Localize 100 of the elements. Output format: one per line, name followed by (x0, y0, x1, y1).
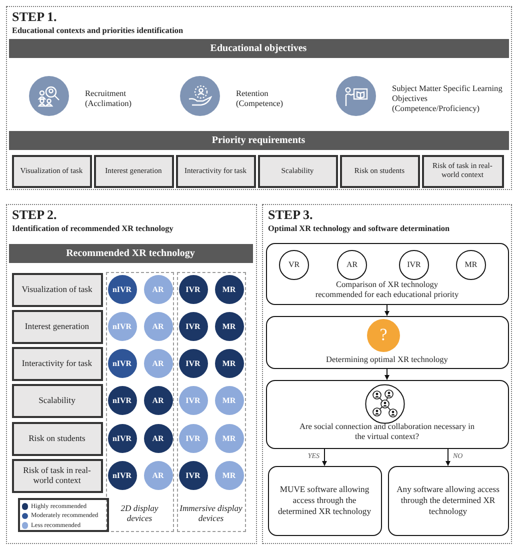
technology-circle (144, 461, 172, 490)
step-title: STEP 3. (268, 207, 313, 223)
step-panel (6, 6, 512, 190)
technology-circle (456, 250, 486, 280)
priority-box (12, 347, 102, 382)
step-panel (6, 204, 257, 544)
process-box (266, 380, 508, 448)
technology-circle (108, 349, 136, 378)
technology-label: MR (222, 322, 236, 331)
technology-label: AR (152, 434, 164, 443)
technology-label: IVR (186, 396, 200, 406)
technology-label: VR (288, 260, 300, 270)
header-bar (8, 244, 252, 262)
technology-label: nIVR (112, 434, 132, 443)
priority-label: Interest generation (24, 322, 90, 332)
header-bar (8, 38, 508, 58)
group-label: Immersive display devices (180, 502, 242, 524)
technology-circle (214, 386, 244, 416)
priority-box (12, 422, 102, 456)
step-title: STEP 1. (12, 9, 57, 25)
technology-circle (144, 349, 172, 378)
technology-label: AR (152, 322, 164, 331)
priority-box (176, 154, 256, 188)
step-subtitle: Identification of recommended XR technology (12, 224, 174, 233)
question-circle (367, 319, 400, 352)
group-label: 2D display devices (120, 502, 160, 524)
technology-label: nIVR (112, 471, 132, 480)
question-mark: ? (380, 325, 388, 346)
arrow (384, 304, 390, 316)
technology-circle (108, 424, 136, 453)
priority-box (94, 154, 174, 188)
priority-box (258, 154, 338, 188)
step-subtitle: Educational contexts and priorities identification (12, 26, 184, 35)
priority-label: Scalability (38, 396, 76, 406)
technology-circle (108, 274, 136, 304)
header-text: Educational objectives (210, 42, 307, 54)
technology-label: nIVR (112, 322, 132, 331)
technology-label: MR (222, 359, 236, 368)
priority-box (12, 384, 102, 418)
priority-box (12, 272, 102, 306)
technology-label: AR (346, 260, 358, 270)
technology-label: nIVR (112, 359, 132, 368)
technology-label: nIVR (112, 396, 132, 406)
header-text: Recommended XR technology (66, 248, 195, 258)
technology-circle (178, 461, 208, 490)
objective-circle (28, 76, 68, 116)
technology-label: IVR (407, 260, 421, 270)
arrow (322, 448, 327, 466)
technology-circle (144, 274, 172, 304)
header-bar (8, 130, 508, 150)
process-label: Are social connection and collaboration necessary in the virtual context? (298, 422, 476, 442)
priority-label: Risk on students (28, 434, 86, 444)
priority-box (12, 459, 102, 493)
technology-circle (279, 250, 309, 280)
technology-label: IVR (186, 471, 200, 480)
technology-label: MR (222, 471, 236, 480)
technology-circle (178, 312, 208, 341)
technology-circle (214, 349, 244, 378)
technology-circle (214, 461, 244, 490)
step-panel (262, 204, 512, 544)
technology-label: AR (152, 471, 164, 480)
technology-circle (178, 349, 208, 378)
arrow (384, 368, 390, 380)
technology-label: MR (464, 260, 478, 270)
priority-box (340, 154, 420, 188)
outcome-box (388, 466, 508, 536)
technology-label: IVR (186, 322, 200, 331)
process-box (266, 316, 508, 368)
technology-circle (178, 386, 208, 416)
technology-circle (108, 312, 136, 341)
technology-label: MR (222, 396, 236, 406)
technology-label: nIVR (112, 284, 132, 294)
priority-box (12, 154, 92, 188)
technology-circle (214, 274, 244, 304)
technology-label: AR (152, 359, 164, 368)
objective-label: Subject Matter Specific Learning Objectives (Competence/Proficiency) (392, 84, 504, 114)
technology-circle (144, 386, 172, 416)
process-box (266, 242, 508, 304)
technology-label: AR (152, 396, 164, 406)
outcome-label: Any software allowing access through the determined XR technology (396, 484, 500, 517)
priority-box (12, 310, 102, 344)
technology-circle (214, 312, 244, 341)
technology-circle (178, 424, 208, 453)
objective-circle (336, 76, 376, 116)
step-subtitle: Optimal XR technology and software determination (268, 224, 450, 233)
arrow (446, 448, 450, 466)
technology-circle (178, 274, 208, 304)
step-title: STEP 2. (12, 207, 57, 223)
technology-label: AR (152, 284, 164, 294)
technology-circle (337, 250, 367, 280)
priority-label: Risk of task in real-world context (22, 466, 92, 486)
technology-label: MR (222, 284, 236, 294)
priority-box (422, 154, 504, 188)
objective-circle (180, 76, 220, 116)
technology-circle (399, 250, 429, 280)
priority-label: Interactivity for task (22, 359, 92, 370)
priority-label: Visualization of task (22, 284, 92, 294)
outcome-label: MUVE software allowing access through the determined XR technology (276, 484, 372, 517)
technology-circle (144, 424, 172, 453)
technology-label: IVR (186, 434, 200, 443)
